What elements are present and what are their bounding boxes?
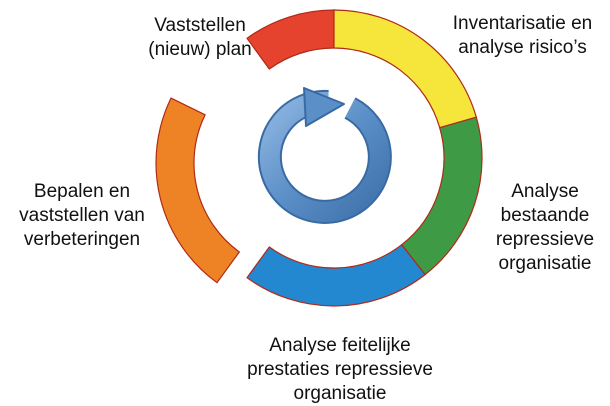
phase-label-plan: Vaststellen(nieuw) plan [148, 15, 252, 60]
cycle-segment-performance [246, 243, 426, 307]
cycle-refresh-icon [257, 87, 392, 224]
cycle-segment-existing [400, 116, 483, 276]
cycle-segment-improve [155, 97, 241, 284]
cycle-segments [155, 9, 483, 307]
